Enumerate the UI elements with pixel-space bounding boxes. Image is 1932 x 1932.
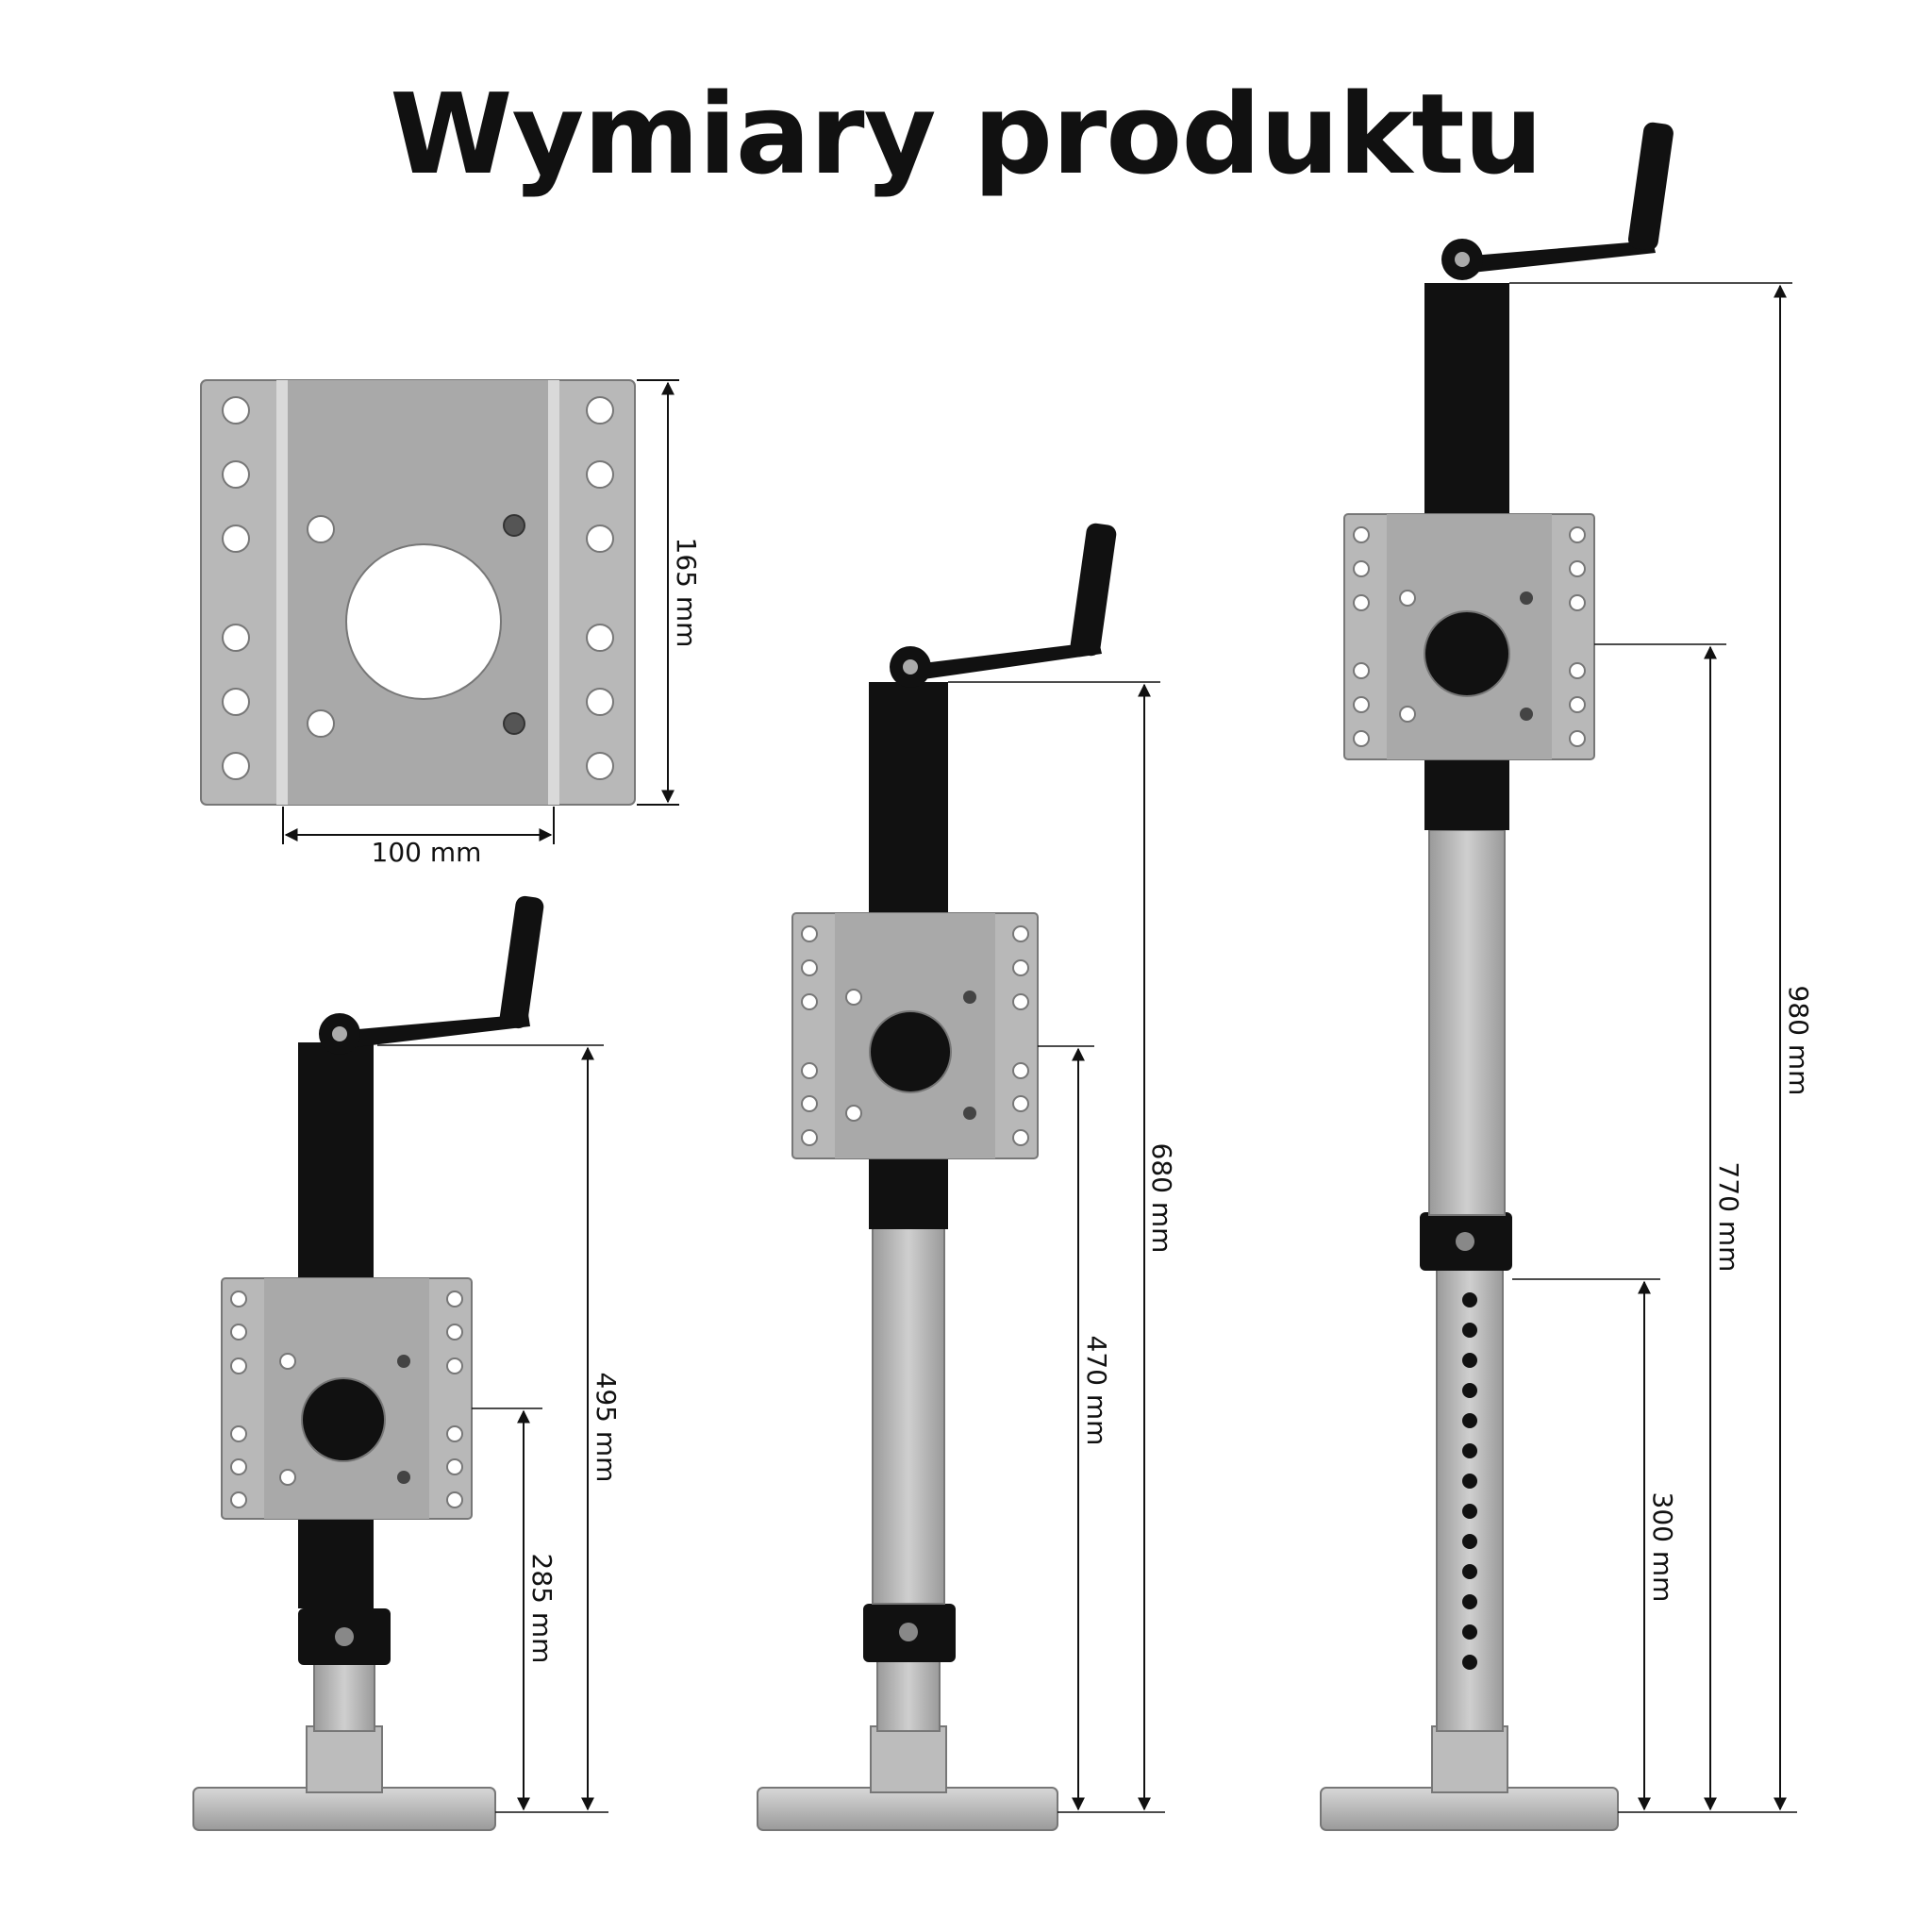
jack-max-plate-label: 770 mm [1713, 1162, 1744, 1273]
jack-max-dimensions [1509, 282, 1797, 1813]
plate-width-label: 100 mm [372, 837, 482, 868]
jack-min [192, 895, 544, 1831]
plate-height-label: 165 mm [671, 538, 702, 648]
jack-mid [757, 523, 1117, 1831]
plate-width-dimension [282, 807, 555, 844]
jack-min-plate-label: 285 mm [526, 1554, 558, 1664]
jack-mid-dimensions [948, 681, 1165, 1813]
page-title: Wymiary produktu [390, 69, 1542, 199]
mounting-plate-large [200, 379, 636, 806]
jack-max-total-label: 980 mm [1783, 986, 1814, 1096]
jack-min-dimensions [377, 1044, 608, 1813]
jack-mid-total-label: 680 mm [1146, 1143, 1177, 1254]
plate-height-dimension [637, 379, 679, 806]
jack-mid-plate-label: 470 mm [1081, 1336, 1112, 1446]
jack-max-inner-label: 300 mm [1647, 1492, 1678, 1603]
jack-min-total-label: 495 mm [591, 1373, 622, 1483]
jack-max [1320, 122, 1674, 1831]
